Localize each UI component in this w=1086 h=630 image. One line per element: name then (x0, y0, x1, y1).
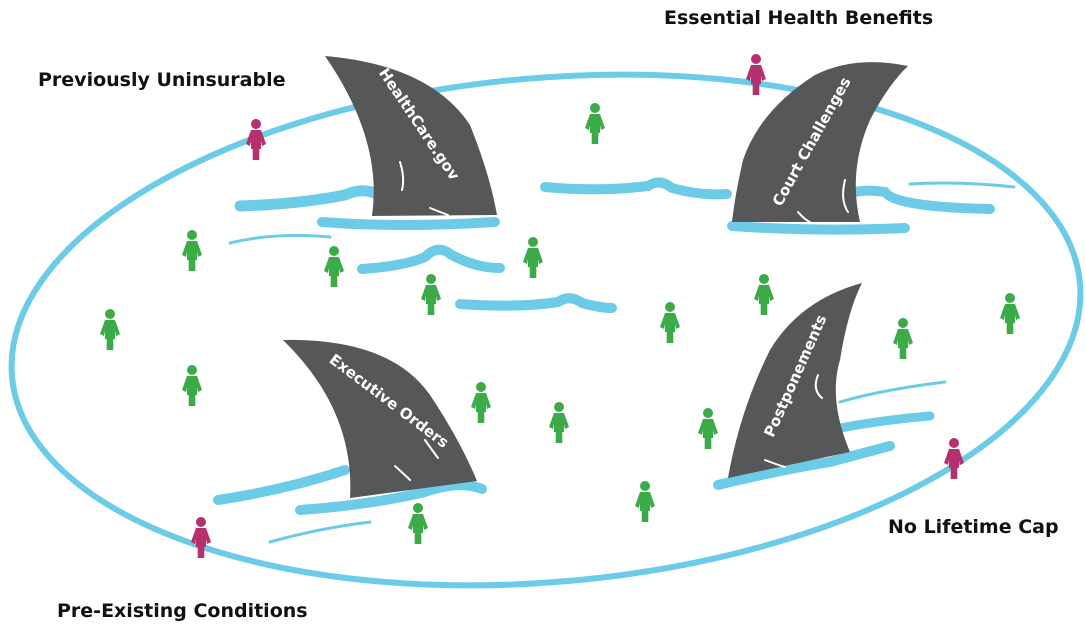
caption-pre-existing-conditions: Pre-Existing Conditions (57, 600, 308, 622)
shark-fin-icon (732, 62, 908, 223)
person-icon (421, 274, 441, 315)
ripple (234, 185, 386, 212)
person-icon (100, 309, 120, 350)
ripple (835, 185, 995, 214)
fin-highlights (394, 161, 849, 481)
ripple (295, 480, 487, 515)
person-icon (746, 54, 766, 95)
ripple (838, 380, 947, 404)
caption-no-lifetime-cap: No Lifetime Cap (888, 516, 1059, 538)
person-icon (246, 119, 266, 160)
person-icon (549, 402, 569, 443)
person-icon (182, 365, 202, 406)
shark-fin-icon (283, 339, 477, 498)
person-icon (523, 237, 543, 278)
pool-ellipse (8, 71, 1084, 589)
ripple (213, 465, 350, 505)
person-icon (754, 274, 774, 315)
person-icon (182, 230, 202, 271)
ripple (727, 221, 910, 235)
ripple (908, 181, 1016, 189)
ripple (317, 217, 500, 230)
person-icon (698, 408, 718, 449)
ripple (713, 441, 895, 490)
shark-fin-icon (325, 56, 497, 216)
ripple (540, 177, 732, 200)
person-icon (585, 103, 605, 144)
person-icon (893, 318, 913, 359)
person-icon (635, 481, 655, 522)
people-green (100, 103, 1020, 544)
shark-fin-icon (728, 283, 862, 478)
caption-previously-uninsurable: Previously Uninsurable (38, 69, 286, 91)
person-icon (1000, 293, 1020, 334)
ripple (228, 233, 332, 245)
caption-essential-health-benefits: Essential Health Benefits (664, 7, 934, 29)
person-icon (324, 246, 344, 287)
person-icon (660, 302, 680, 343)
ripple (357, 244, 505, 274)
person-icon (408, 503, 428, 544)
person-icon (471, 382, 491, 423)
ripple (825, 411, 935, 435)
fins (283, 56, 908, 498)
ripple (268, 520, 372, 544)
ripple (455, 293, 617, 313)
